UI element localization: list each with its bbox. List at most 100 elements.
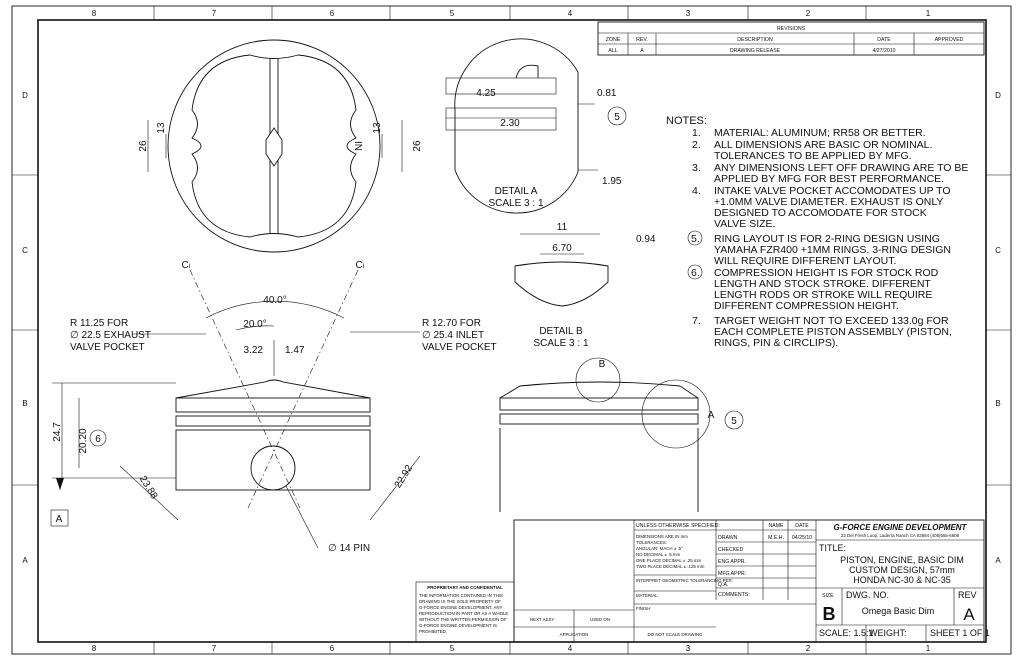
detail-b-callout-circle	[575, 357, 621, 403]
notes-block: NOTES: 1. MATERIAL: ALUMINUM; RR58 OR BE…	[666, 115, 968, 349]
tb-unless: UNLESS OTHERWISE SPECIFIED:	[636, 523, 720, 529]
angle-40: 40.0°	[263, 295, 286, 306]
detail-b-crown	[514, 261, 609, 307]
tb-checked: CHECKED	[718, 547, 744, 553]
prop-title: PROPRIETARY AND CONFIDENTIAL	[427, 585, 503, 590]
tb-application: APPLICATION	[560, 632, 589, 637]
detail-a-balloon	[607, 106, 627, 126]
zone-col-label: 5	[450, 644, 455, 653]
note-line: ANY DIMENSIONS LEFT OFF DRAWING ARE TO B…	[714, 162, 968, 174]
detail-b-dim-11: 11	[557, 222, 568, 233]
tb-finish: FINISH	[636, 606, 650, 611]
prop-line: PROHIBITED.	[419, 629, 447, 634]
dim-147: 1.47	[285, 345, 305, 356]
ring-land-2	[175, 415, 371, 427]
tb-rev-label: REV	[958, 590, 977, 600]
piston-top-view: 26 13 13 26 IN	[138, 39, 423, 253]
note-line: RING LAYOUT IS FOR 2-RING DESIGN USING	[714, 233, 940, 245]
tb-sheet: SHEET 1 OF 1	[930, 628, 990, 638]
tb-qa: Q.A.	[718, 582, 728, 588]
zone-row-label: C	[22, 246, 28, 255]
tb-tol-line: DIMENSIONS ARE IN mm	[636, 534, 688, 539]
zone-col-label: 4	[568, 9, 573, 18]
zone-col-label: 4	[568, 644, 573, 653]
balloon-6: 6	[95, 434, 101, 445]
tb-name-header: NAME	[769, 523, 785, 529]
zone-labels: 8 7 6 5 4 3 2 1 8 7 6 5 4 3 2 1 D C B A …	[22, 9, 1001, 653]
dim-2020: 20.20	[78, 428, 89, 453]
compression-height-balloon	[89, 429, 107, 447]
zone-row-label: D	[995, 91, 1001, 100]
zone-col-label: 3	[686, 9, 691, 18]
note-line: VALVE SIZE.	[714, 218, 775, 230]
dim-13-left: 13	[156, 122, 167, 134]
prop-line: THE INFORMATION CONTAINED IN THIS	[419, 593, 503, 598]
detail-a: 4.25 2.30 0.81 1.95 5 DETAIL A SCALE 3 :…	[445, 38, 627, 214]
rev-cell: DRAWING RELEASE	[730, 48, 781, 54]
tb-tol-line: TWO PLACE DECIMAL ± .125 mm	[636, 564, 705, 569]
tb-scale: SCALE: 1.5:1	[819, 628, 874, 638]
zone-row-label: B	[995, 399, 1000, 408]
note-line: INTAKE VALVE POCKET ACCOMODATES UP TO	[714, 185, 951, 197]
ring-land-top	[175, 397, 371, 413]
prop-line: WITHOUT THE WRITTEN PERMISSION OF	[419, 617, 507, 622]
zone-col-label: 8	[92, 644, 97, 653]
note-line: RINGS, PIN & CIRCLIPS).	[714, 337, 838, 349]
zone-row-label: B	[22, 399, 27, 408]
zone-row-label: A	[995, 556, 1001, 565]
piston-side-view: Cₗ Cₗ 40.0° 20.0° 3.22 1.47 R 11.25 FOR …	[50, 260, 497, 554]
note-number: 1.	[692, 127, 701, 139]
detail-a-scale: SCALE 3 : 1	[488, 198, 543, 209]
zone-col-label: 1	[926, 644, 931, 653]
note-line: LENGTH RODS OR STROKE WILL REQUIRE	[714, 289, 932, 301]
tb-dwg-number: Omega Basic Dim	[862, 606, 935, 616]
zone-row-label: A	[22, 556, 28, 565]
zone-row-label: C	[995, 246, 1001, 255]
note-line: LENGTH AND STOCK STROKE. DIFFERENT	[714, 278, 931, 290]
note-line: TARGET WEIGHT NOT TO EXCEED 133.0g FOR	[714, 315, 949, 327]
tb-tol-line: NO DECIMAL ± .5 mm	[636, 552, 681, 557]
zone-col-label: 2	[806, 9, 811, 18]
detail-a-dim-425: 4.25	[476, 88, 496, 99]
tb-date-header: DATE	[795, 523, 809, 529]
tb-size-value: B	[823, 604, 836, 624]
tb-title-label: TITLE:	[819, 543, 846, 553]
tb-tol-line: ONE PLACE DECIMAL ± .25 mm	[636, 558, 702, 563]
rev-cell: ALL	[608, 48, 617, 54]
angle-20: 20.0°	[243, 319, 266, 330]
zone-col-label: 6	[330, 644, 335, 653]
note-line: MATERIAL: ALUMINUM; RR58 OR BETTER.	[714, 127, 926, 139]
detail-a-callout-label: A	[708, 410, 715, 421]
valve-pocket-outline	[191, 54, 357, 238]
note-line: DESIGNED TO ACCOMODATE FOR STOCK	[714, 207, 927, 219]
detail-a-callout-circle	[641, 379, 711, 449]
prop-line: G-FORCE ENGINE DEVELOPMENT. ANY	[419, 605, 503, 610]
rev-header: ZONE	[606, 37, 621, 43]
detail-b: 11 6.70 0.94 DETAIL B SCALE 3 : 1	[514, 222, 656, 349]
exhaust-note-line: ∅ 22.5 EXHAUST	[70, 330, 151, 341]
zone-col-label: 5	[450, 9, 455, 18]
rev-header: APPROVED	[935, 37, 964, 43]
note-balloon	[687, 230, 703, 246]
detail-a-title: DETAIL A	[495, 186, 538, 197]
note-number: 5.	[691, 233, 700, 245]
rev-header: DESCRIPTION	[737, 37, 773, 43]
tb-comments: COMMENTS:	[718, 592, 750, 598]
zone-row-label: D	[22, 91, 28, 100]
rev-cell: A	[640, 48, 644, 54]
piston-outline-circle	[167, 39, 381, 253]
tb-used-on: USED ON	[590, 617, 610, 622]
dim-13-right: 13	[372, 122, 383, 134]
dim-2292: 22.92	[393, 463, 416, 490]
dim-322: 3.22	[244, 345, 264, 356]
detail-b-dim-670: 6.70	[552, 243, 572, 254]
note-number: 2.	[692, 139, 701, 151]
note-line: YAMAHA FZR400 +1MM RINGS. 3-RING DESIGN	[714, 244, 951, 256]
dim-26-left: 26	[138, 140, 149, 152]
tb-tol-line: ANGULAR: MACH ± .5°	[636, 546, 683, 551]
note-balloon	[687, 264, 703, 280]
ring-balloon-number: 5	[731, 416, 737, 427]
crown-profile-right	[499, 381, 699, 399]
zone-ticks	[12, 6, 1011, 654]
note-line: ALL DIMENSIONS ARE BASIC OR NOMINAL.	[714, 139, 932, 151]
